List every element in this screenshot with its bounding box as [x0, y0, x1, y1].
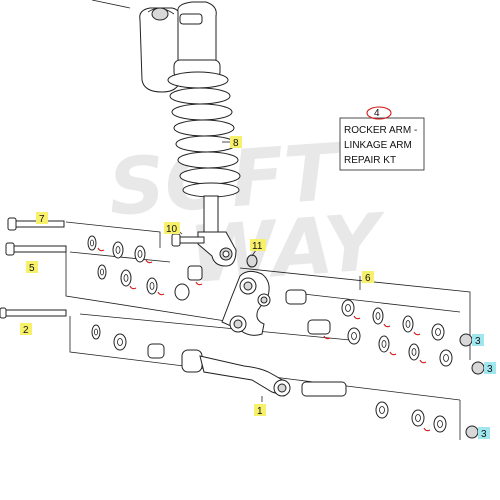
note-line-1: ROCKER ARM - — [344, 125, 417, 136]
callout-3-lower: 3 — [478, 427, 490, 440]
bolt-2 — [0, 307, 67, 319]
svg-text:3: 3 — [481, 429, 487, 440]
svg-text:6: 6 — [365, 273, 371, 284]
note-line-2: LINKAGE ARM — [344, 140, 412, 151]
svg-text:2: 2 — [23, 325, 29, 336]
svg-text:1: 1 — [257, 406, 263, 417]
callout-3-middle: 3 — [484, 362, 496, 375]
bolt-10 — [171, 233, 205, 247]
leader-line-top — [91, 0, 131, 9]
svg-text:5: 5 — [29, 263, 35, 274]
callout-3-upper: 3 — [472, 334, 484, 347]
repair-kit-note: ROCKER ARM - LINKAGE ARM REPAIR KT 4 — [339, 106, 425, 171]
callout-10: 10 — [164, 222, 180, 235]
row-6-hardware — [285, 289, 473, 347]
callout-2: 2 — [20, 323, 32, 336]
note-line-3: REPAIR KT — [344, 155, 396, 166]
svg-text:10: 10 — [166, 224, 178, 235]
callout-11: 11 — [250, 239, 266, 252]
callout-8: 8 — [230, 136, 242, 149]
row-1-hardware — [301, 381, 479, 439]
assembly-boundary-group — [65, 221, 471, 440]
note-box — [339, 117, 425, 171]
callout-5: 5 — [26, 261, 38, 274]
row-6-lower-hardware — [307, 319, 485, 375]
callout-1: 1 — [254, 404, 266, 417]
svg-text:7: 7 — [39, 214, 45, 225]
svg-text:3: 3 — [487, 364, 493, 375]
nut-11 — [246, 254, 258, 268]
callout-6: 6 — [362, 271, 374, 284]
linkage-arm — [181, 349, 291, 397]
note-ref-number: 4 — [374, 108, 380, 119]
bolt-5 — [5, 242, 67, 256]
row-5-hardware — [97, 264, 203, 301]
row-7-hardware — [87, 235, 153, 264]
rocker-arm — [221, 270, 271, 336]
shock-absorber — [139, 1, 241, 267]
svg-text:3: 3 — [475, 336, 481, 347]
svg-text:8: 8 — [233, 138, 239, 149]
svg-text:11: 11 — [252, 241, 263, 252]
callout-7: 7 — [36, 212, 48, 225]
note-ref-circle — [366, 106, 392, 120]
row-2-hardware — [91, 324, 165, 359]
